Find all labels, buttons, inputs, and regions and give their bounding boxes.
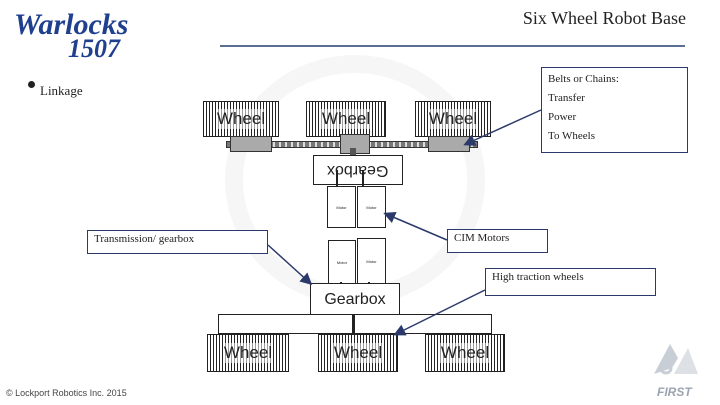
callout-belts-line: Transfer xyxy=(548,92,585,104)
wheel-label: Wheel xyxy=(215,109,267,129)
sprocket-left xyxy=(230,136,272,152)
center-axle xyxy=(352,314,355,336)
arrow-traction xyxy=(393,289,486,336)
first-logo-icon xyxy=(654,344,698,375)
wheel-label: Wheel xyxy=(439,343,491,363)
bottom-wheel-left: Wheel xyxy=(207,334,289,372)
callout-traction: High traction wheels xyxy=(485,268,656,296)
callout-belts-line: Power xyxy=(548,111,577,123)
bottom-wheel-middle: Wheel xyxy=(318,334,398,372)
team-logo-name: Warlocks xyxy=(14,8,129,41)
callout-belts-chains: Belts or Chains: Transfer Power To Wheel… xyxy=(541,67,688,153)
top-wheel-right: Wheel xyxy=(415,101,491,137)
cim-motor-3: Motor xyxy=(328,240,356,284)
motor-shaft xyxy=(336,170,338,186)
slide-title: Six Wheel Robot Base xyxy=(522,8,686,28)
callout-traction-label: High traction wheels xyxy=(492,271,584,283)
callout-transmission-label: Transmission/ gearbox xyxy=(94,233,195,245)
callout-belts-line: To Wheels xyxy=(548,130,595,142)
drive-shaft xyxy=(350,148,356,156)
wheel-label: Wheel xyxy=(222,343,274,363)
cim-motor-1: Motor xyxy=(327,186,356,228)
top-wheel-middle: Wheel xyxy=(306,101,386,137)
wheel-label: Wheel xyxy=(332,343,384,363)
callout-cim-label: CIM Motors xyxy=(454,232,510,244)
wheel-label: Wheel xyxy=(320,109,372,129)
bullet-linkage: Linkage xyxy=(40,83,83,98)
callout-transmission: Transmission/ gearbox xyxy=(87,230,268,254)
motor-label: Motor xyxy=(366,204,377,210)
first-logo-text: FIRST xyxy=(657,385,692,399)
bottom-wheel-right: Wheel xyxy=(425,334,505,372)
callout-cim-motors: CIM Motors xyxy=(447,229,548,253)
bullet-dot xyxy=(28,81,35,88)
axle-frame xyxy=(218,314,492,334)
copyright-footer: © Lockport Robotics Inc. 2015 xyxy=(6,388,127,398)
motor-shaft xyxy=(362,170,364,186)
callout-belts-line: Belts or Chains: xyxy=(548,73,619,85)
arrow-transmission xyxy=(267,244,313,286)
motor-label: Motor xyxy=(366,258,377,264)
motor-label: Motor xyxy=(336,259,348,265)
arrow-cim xyxy=(383,212,448,241)
cim-motor-2: Motor xyxy=(357,186,386,228)
gearbox-bottom-label: Gearbox xyxy=(324,291,386,308)
team-logo-number: 1507 xyxy=(68,34,120,63)
cim-motor-4: Motor xyxy=(357,238,386,284)
gearbox-top: Gearbox xyxy=(313,155,403,185)
arrow-belts xyxy=(463,109,542,146)
title-underline xyxy=(220,45,685,47)
wheel-label: Wheel xyxy=(427,109,479,129)
motor-label: Motor xyxy=(336,204,347,210)
